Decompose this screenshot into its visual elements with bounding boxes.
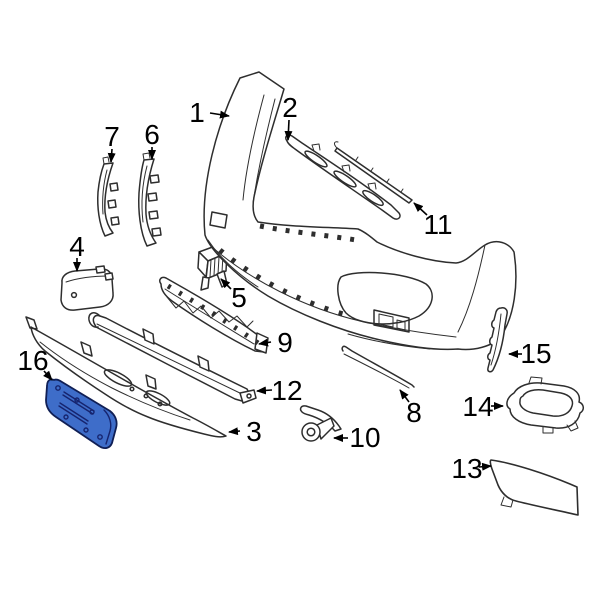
part-16-label[interactable]: 16 [17,345,48,376]
part-9-label[interactable]: 9 [277,327,293,358]
part-16-arrow [43,370,53,381]
part-2-label[interactable]: 2 [282,92,298,123]
part-4-tow-eye-cover[interactable] [60,265,114,311]
part-1-bumper-cover[interactable] [203,71,517,351]
part-9-energy-absorber[interactable] [159,276,269,354]
part-3-lower-deflector-panel[interactable] [25,316,227,438]
part-15-label[interactable]: 15 [520,338,551,369]
part-10-mounting-screw-clip[interactable] [299,405,342,442]
part-16-license-plate-bracket[interactable] [45,378,118,450]
part-4-label[interactable]: 4 [69,231,85,262]
part-13-arrow [478,462,492,471]
part-3-label[interactable]: 3 [246,416,262,447]
part-11-arrow [413,202,428,216]
part-12-label[interactable]: 12 [271,375,302,406]
part-10-label[interactable]: 10 [349,422,380,453]
part-3-arrow [228,427,241,436]
part-5-label[interactable]: 5 [231,282,247,313]
part-5-arrow [220,278,232,290]
part-14-fog-lamp-bezel[interactable] [506,376,584,434]
part-15-bumper-side-molding[interactable] [487,307,508,373]
part-8-lower-trim-strip[interactable] [341,345,415,389]
part-12-lower-bracket-rail[interactable] [88,312,257,404]
part-1-arrow [209,110,230,119]
part-7-label[interactable]: 7 [104,121,120,152]
part-7-grille-trim-strip-outer[interactable] [97,156,120,237]
part-2-arrow [284,119,293,141]
part-14-label[interactable]: 14 [462,391,493,422]
part-6-grille-trim-strip-inner[interactable] [138,152,162,247]
part-11-label[interactable]: 11 [423,209,452,240]
part-1-label[interactable]: 1 [189,97,205,128]
part-11-grille-molding-strip[interactable] [334,141,413,204]
part-13-label[interactable]: 13 [451,453,482,484]
part-7-arrow [107,148,116,163]
part-6-label[interactable]: 6 [144,119,160,150]
part-2-upper-grille-molding[interactable] [285,134,401,220]
part-13-lower-grille-mesh[interactable] [489,459,579,516]
part-9-arrow [258,338,272,347]
part-8-label[interactable]: 8 [406,397,422,428]
part-12-arrow [256,386,273,395]
part-8-arrow [399,389,410,403]
